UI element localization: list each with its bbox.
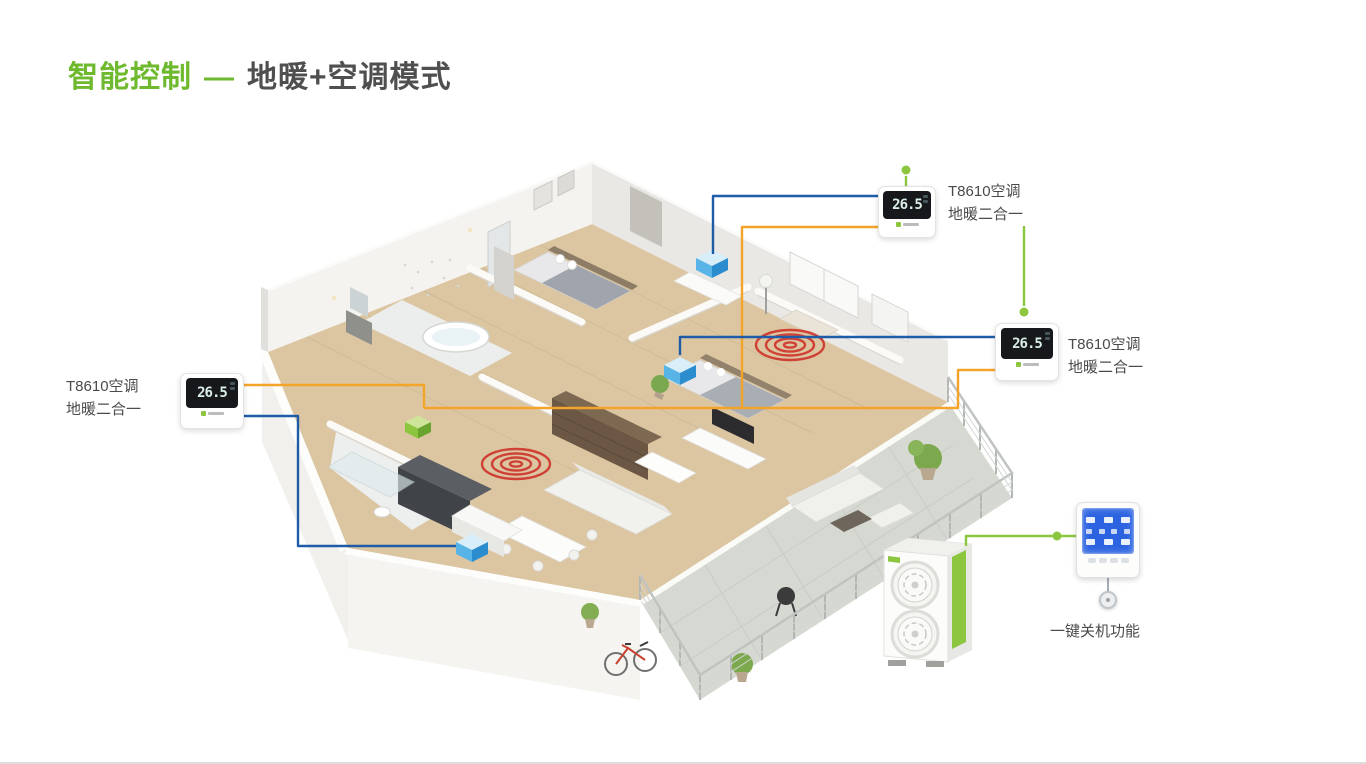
heat-pump-unit <box>883 537 973 667</box>
thermostat-device-top: 26.5 <box>878 186 936 238</box>
thermostat-temperature: 26.5 <box>892 196 923 213</box>
fan-icon <box>890 560 940 659</box>
controller-screen-icons <box>1086 517 1130 524</box>
controller-screen-icons <box>1086 538 1130 545</box>
terrace <box>640 402 1012 700</box>
thermostat-mode-icons <box>922 195 928 203</box>
page-title: 智能控制 — 地暖+空调模式 <box>68 52 452 96</box>
thermostat-mode-icons <box>230 382 236 390</box>
floor-heating-coil-icon <box>480 328 826 481</box>
controller-screen-icons <box>1086 528 1130 534</box>
thermostat-screen: 26.5 <box>185 378 239 408</box>
label-line1: T8610空调 <box>948 183 1021 200</box>
thermostat-brand-mark <box>1015 362 1039 368</box>
thermostat-brand-mark <box>200 411 224 416</box>
shutdown-button-icon <box>1099 591 1117 609</box>
connection-lines <box>244 165 1109 591</box>
wall-controller-device <box>1076 502 1140 578</box>
controller-label: 一键关机功能 <box>1050 623 1141 640</box>
furniture <box>326 246 942 682</box>
thermostat-screen: 26.5 <box>1000 328 1054 360</box>
thermostat-mode-icons <box>1045 332 1051 340</box>
gateway-device-icon <box>405 415 431 439</box>
label-line1: T8610空调 <box>66 378 139 395</box>
house-plinth <box>261 287 640 700</box>
label-line2: 地暖二合一 <box>66 400 142 418</box>
thermostat-temperature: 26.5 <box>197 385 228 401</box>
thermostat-temperature: 26.5 <box>1012 335 1043 352</box>
thermostat-label-top: T8610空调 地暖二合一 <box>948 181 1023 226</box>
green-link-lines <box>904 176 1076 546</box>
thermostat-screen: 26.5 <box>883 191 931 219</box>
thermostat-device-left: 26.5 <box>180 373 244 429</box>
thermostat-brand-mark <box>895 221 919 227</box>
thermostat-device-right: 26.5 <box>995 323 1059 381</box>
bottom-rule <box>0 762 1366 764</box>
blue-ac-lines <box>244 194 995 548</box>
controller-buttons <box>1087 558 1129 563</box>
title-separator: — <box>204 61 235 94</box>
terrace-railing <box>638 376 1014 700</box>
green-node-dot-icon <box>901 165 1062 541</box>
controller-screen <box>1082 508 1134 554</box>
thermostat-label-right: T8610空调 地暖二合一 <box>1068 334 1143 379</box>
bicycle <box>604 641 657 676</box>
label-line2: 地暖二合一 <box>948 205 1024 223</box>
orange-heating-lines <box>244 225 995 410</box>
thermostat-label-left: T8610空调 地暖二合一 <box>66 376 141 421</box>
fan-coil-unit-icon <box>456 250 743 562</box>
title-highlight: 智能控制 <box>68 61 192 94</box>
title-main: 地暖+空调模式 <box>247 61 452 94</box>
label-line2: 地暖二合一 <box>1068 358 1144 376</box>
label-line1: T8610空调 <box>1068 336 1141 353</box>
